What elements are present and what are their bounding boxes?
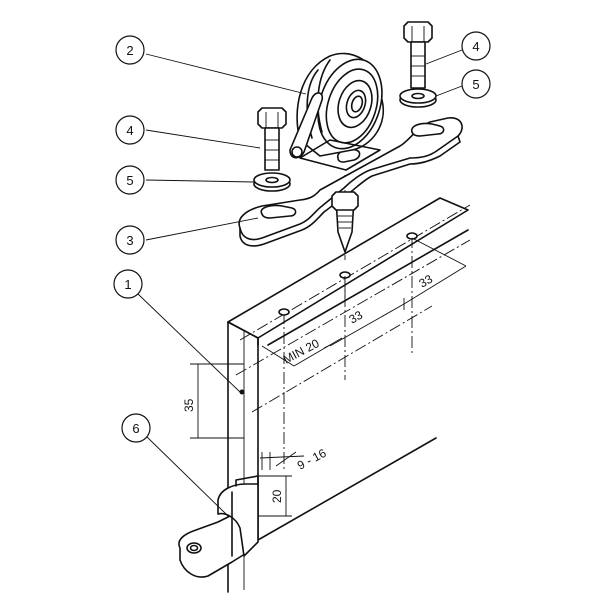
callout-5-left: 5 [115,165,145,195]
callout-3: 3 [115,225,145,255]
callout-2: 2 [115,35,145,65]
door-panel [227,197,469,593]
floor-guide [178,475,259,578]
callout-6: 6 [121,413,151,443]
svg-text:1: 1 [124,277,131,292]
dim-33-lower: 33 [347,308,366,327]
svg-text:2: 2 [126,43,133,58]
svg-text:6: 6 [132,421,139,436]
dim-20: 20 [270,489,284,503]
svg-text:4: 4 [472,39,479,54]
svg-text:5: 5 [126,173,133,188]
mounting-holes [239,232,418,395]
left-bolt [257,107,287,171]
dim-9-16: 9 - 16 [295,446,329,473]
roller-wheel [289,52,385,171]
dim-35: 35 [182,398,196,412]
right-bolt [403,21,433,89]
callout-1: 1 [113,269,143,299]
dimension-lines [190,237,467,517]
right-washer [399,88,437,108]
dim-33-upper: 33 [417,272,436,291]
svg-text:4: 4 [126,123,133,138]
svg-text:5: 5 [472,77,479,92]
centre-bolt [331,191,359,253]
callout-5-right: 5 [461,69,491,99]
left-washer [253,172,291,192]
callout-4-right: 4 [461,31,491,61]
leader-lines [137,49,463,515]
svg-text:3: 3 [126,233,133,248]
callout-4-left: 4 [115,115,145,145]
